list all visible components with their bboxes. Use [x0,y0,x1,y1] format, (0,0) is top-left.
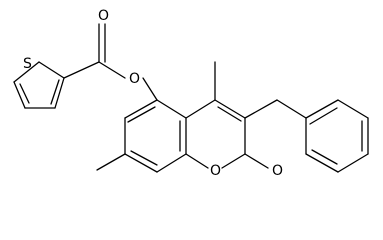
ester-carbonyl-oxygen-label: O [98,8,109,24]
chemical-structure-canvas: S O O O O [13,8,369,179]
structure-drawing: S O O O O [13,8,369,179]
benzyl-group [244,99,369,173]
ester-group [63,23,158,101]
pyranone-ring [185,61,269,169]
thiophene-ring [13,61,65,109]
thiophene-sulfur-label: S [23,56,32,72]
ester-oxygen-label: O [129,71,140,87]
benzo-ring [96,99,187,173]
lactone-carbonyl-oxygen-label: O [272,163,283,179]
ring-oxygen-label: O [210,163,221,179]
